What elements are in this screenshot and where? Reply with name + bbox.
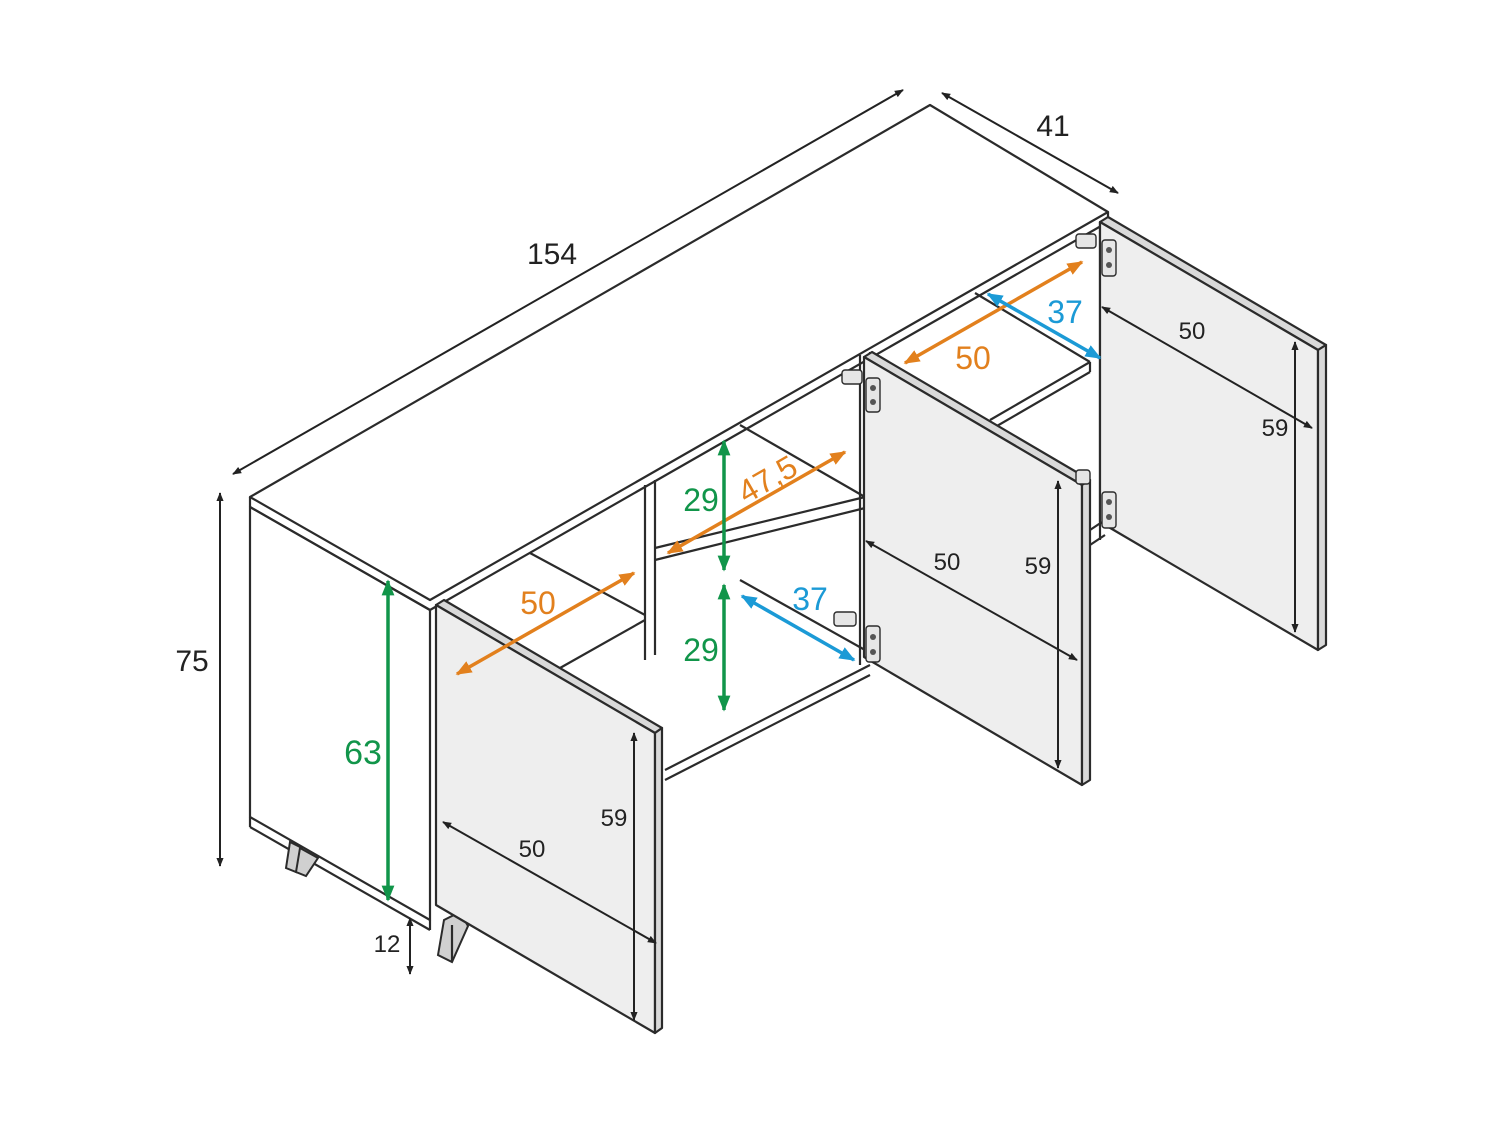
label-door-left-width: 50 <box>519 836 546 863</box>
label-compartment-upper: 29 <box>683 482 719 518</box>
bottom-panel-front <box>664 664 871 771</box>
label-compartment-lower: 29 <box>683 632 719 668</box>
dim-width-arrow <box>232 89 904 475</box>
door-left-side-edge <box>653 726 664 1035</box>
door-middle-side-edge <box>1080 478 1092 787</box>
dim-depth-arrow <box>941 92 1119 194</box>
dim-shelf-middle-depth-arrow <box>740 594 856 662</box>
dimension-lines-black <box>216 89 1313 1021</box>
dim-shelf-right-depth-arrow <box>986 292 1102 360</box>
door-middle <box>862 350 1092 787</box>
dim-shelf-left-width-arrow <box>455 571 636 676</box>
door-right-side-edge <box>1316 343 1328 652</box>
label-width: 154 <box>527 238 577 271</box>
label-inner-height: 63 <box>344 734 382 772</box>
door-right <box>1098 215 1328 652</box>
label-door-right-height: 59 <box>1262 415 1289 442</box>
label-door-right-width: 50 <box>1179 318 1206 345</box>
label-height: 75 <box>175 645 208 678</box>
label-shelf-right-width: 50 <box>955 340 991 376</box>
label-depth: 41 <box>1036 110 1069 143</box>
dim-door-right-width-arrow <box>1101 306 1313 429</box>
dim-door-left-width-arrow <box>442 821 657 944</box>
label-leg-height: 12 <box>374 931 401 958</box>
label-door-left-height: 59 <box>601 805 628 832</box>
left-side-panel <box>248 505 432 922</box>
label-shelf-middle-depth: 37 <box>792 581 828 617</box>
dimension-lines-colored <box>381 260 1102 902</box>
label-shelf-middle-width: 47,5 <box>732 448 804 510</box>
label-shelf-right-depth: 37 <box>1047 294 1083 330</box>
hinge-icon <box>1075 469 1117 529</box>
dim-door-middle-width-arrow <box>865 540 1078 661</box>
dim-shelf-middle-width-arrow <box>666 450 847 555</box>
leg-left-side <box>294 846 320 878</box>
label-door-middle-width: 50 <box>934 549 961 576</box>
label-door-middle-height: 59 <box>1025 553 1052 580</box>
label-shelf-left-width: 50 <box>520 585 556 621</box>
hinge-icon <box>1075 233 1117 277</box>
